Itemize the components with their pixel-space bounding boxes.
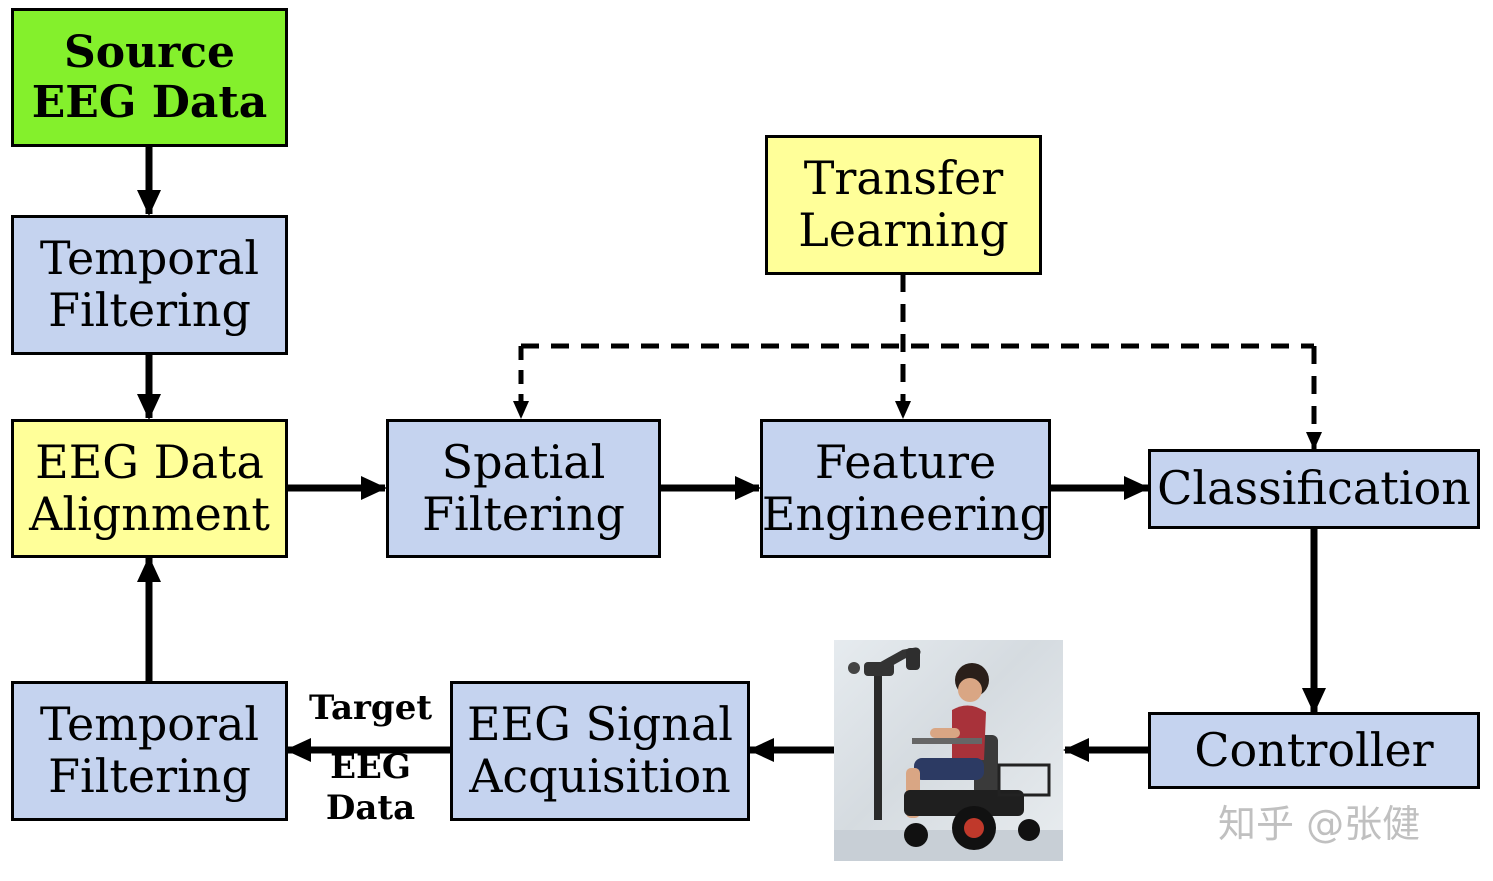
wheelchair-user-photo: [834, 640, 1063, 861]
temporal-filtering-target-box: Temporal Filtering: [11, 681, 288, 821]
watermark-text: 知乎 @张健: [1218, 802, 1421, 846]
source-box-line-2: EEG Data: [31, 76, 268, 128]
alignment-line-1: EEG Data: [35, 434, 264, 489]
eeg-signal-acquisition-box: EEG Signal Acquisition: [450, 681, 750, 821]
feature-line-1: Feature: [814, 434, 997, 489]
edge-label-line-1: Target: [308, 688, 433, 728]
temporal-source-line-1: Temporal: [39, 231, 260, 286]
eeg-data-alignment-box: EEG Data Alignment: [11, 419, 288, 558]
acquisition-line-1: EEG Signal: [467, 697, 733, 752]
controller-line-1: Controller: [1194, 722, 1434, 777]
transfer-learning-box: Transfer Learning: [765, 135, 1042, 275]
classification-line-1: Classification: [1157, 461, 1471, 516]
temporal-source-line-2: Filtering: [48, 283, 251, 337]
transfer-line-2: Learning: [798, 203, 1009, 257]
temporal-target-line-2: Filtering: [48, 749, 251, 803]
alignment-line-2: Alignment: [29, 486, 270, 541]
spatial-line-1: Spatial: [441, 434, 606, 489]
feature-line-2: Engineering: [761, 486, 1050, 541]
edge-label-line-2: EEG: [330, 746, 411, 787]
controller-box: Controller: [1148, 712, 1480, 789]
acquisition-line-2: Acquisition: [469, 749, 731, 803]
classification-box: Classification: [1148, 449, 1480, 529]
spatial-filtering-box: Spatial Filtering: [386, 419, 661, 558]
temporal-filtering-source-box: Temporal Filtering: [11, 215, 288, 355]
edge-label-line-3: Data: [325, 787, 416, 828]
source-eeg-data-box: Source EEG Data: [11, 8, 288, 147]
source-box-line-1: Source: [63, 26, 236, 78]
target-eeg-data-label: Target EEG Data: [298, 688, 443, 828]
spatial-line-2: Filtering: [422, 486, 625, 541]
feature-engineering-box: Feature Engineering: [760, 419, 1051, 558]
transfer-line-1: Transfer: [803, 151, 1004, 206]
wheelchair-illustration: [834, 647, 1063, 861]
temporal-target-line-1: Temporal: [39, 697, 260, 752]
